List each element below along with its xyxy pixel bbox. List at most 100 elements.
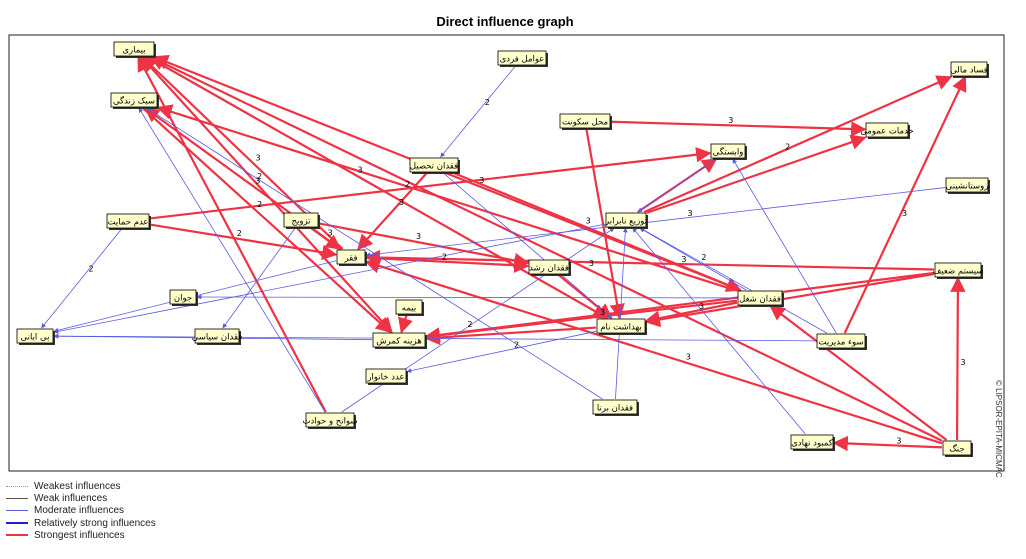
legend-line-swatch [6, 497, 28, 499]
node-fogdan_bara[interactable]: فقدان برنا [592, 399, 639, 416]
edge-fogdan_shoghl-to-sabk [156, 104, 738, 292]
node-box [194, 328, 240, 344]
legend-label: Weakest influences [34, 480, 121, 492]
legend-line-swatch [6, 522, 28, 525]
node-box [605, 212, 647, 228]
node-fesad[interactable]: فساد مالی [950, 61, 989, 78]
edge-label: 3 [600, 308, 605, 317]
edge-fogdan_bara-to-tozi [615, 227, 628, 400]
edge-label: 3 [589, 259, 594, 268]
node-bimari[interactable]: بیماری [113, 41, 156, 58]
edge-savaneh-to-sabk [138, 107, 326, 413]
edge-label: 3 [960, 358, 965, 367]
node-hazine[interactable]: هزینه کمرش [372, 332, 427, 349]
node-roosta[interactable]: روستانشینی [945, 177, 990, 194]
node-box [865, 122, 909, 138]
edge-label: 3 [896, 436, 901, 445]
edge-kambood-to-tozi [632, 227, 806, 435]
edge-label: 3 [686, 353, 691, 362]
edge-label: 2 [467, 320, 472, 329]
edge-label: 2 [257, 172, 262, 181]
node-box [945, 177, 989, 193]
edge-label: 3 [728, 116, 733, 125]
edge-label: 2 [701, 253, 706, 262]
node-label: جنگ [949, 444, 964, 455]
legend-label: Weak influences [34, 492, 108, 504]
edge-tazvij-to-fogdan_siasi [222, 227, 296, 329]
node-box [497, 50, 547, 66]
edge-savaneh-to-bimari [137, 55, 327, 413]
nodes-layer: بیماری عوامل فردی فساد مالی سبک زندگی محل سک… [16, 41, 990, 457]
edge-fogdan_tahsil-to-fegh [357, 172, 428, 251]
node-savaneh[interactable]: سوانح و حوادث [302, 412, 358, 429]
node-javan[interactable]: جوان [169, 289, 198, 306]
node-vabastegi[interactable]: وابستگی [710, 143, 747, 160]
edge-mahal-to-khadamat [610, 120, 867, 137]
node-box [816, 333, 866, 349]
edge-adam-to-vabastegi [149, 147, 712, 220]
node-khadamat[interactable]: خدمات عمومی [860, 122, 914, 139]
node-box [113, 41, 155, 57]
legend-label: Strongest influences [34, 529, 125, 541]
node-box [950, 61, 988, 77]
edge-fogdan_shoghl-to-javan [196, 294, 738, 300]
node-behdasht[interactable]: بهداشت نام [596, 318, 647, 335]
node-sabk[interactable]: سبک زندگی [110, 92, 159, 109]
node-bi_ebani[interactable]: بی ابانی [16, 328, 55, 345]
legend-line-swatch [6, 510, 28, 512]
edge-label: 3 [699, 302, 704, 311]
node-box [169, 289, 197, 305]
edge-tozi-to-bi_ebani [53, 223, 606, 334]
node-fogdan_roshd[interactable]: فقدان رشد [528, 259, 571, 276]
node-avamel[interactable]: عوامل فردی [497, 50, 548, 67]
node-mahal[interactable]: محل سکونت [559, 113, 612, 130]
edge-label: 3 [256, 154, 261, 163]
legend-line-swatch [6, 534, 28, 537]
node-fogdan_siasi[interactable]: فقدان سیاسی [192, 328, 243, 345]
edge-label: 3 [902, 209, 907, 218]
edge-fogdan_shoghl-to-behdasht [644, 301, 738, 326]
edge-behdasht-to-hazine [424, 326, 597, 346]
node-kambood[interactable]: کمبود نهادی [790, 434, 835, 451]
node-label: خدمات عمومی [860, 127, 914, 137]
node-label: توزیع نابرابر [604, 217, 648, 227]
node-label: بهداشت نام [600, 323, 642, 333]
node-bime[interactable]: بیمه [395, 299, 424, 316]
node-box [737, 290, 783, 306]
edge-soe-to-bi_ebani [53, 333, 817, 342]
edge-tazvij-to-fogdan_roshd [318, 222, 530, 269]
node-jang[interactable]: جنگ [942, 440, 973, 457]
node-box [365, 368, 407, 384]
node-label: تزویج [291, 217, 311, 227]
node-fogdan_tahsil[interactable]: فقدان تحصیل [409, 157, 460, 174]
edge-sistem-to-behdasht [644, 272, 935, 328]
graph-frame [8, 34, 1005, 472]
node-fegh[interactable]: فقر [336, 249, 367, 266]
node-box [559, 113, 611, 129]
node-label: سیستم ضعیف [933, 267, 984, 277]
node-label: فساد مالی [950, 66, 988, 76]
legend-label: Moderate influences [34, 505, 125, 517]
node-box [106, 213, 150, 229]
edge-fogdan_tahsil-to-behdasht [443, 172, 613, 319]
node-tozi[interactable]: توزیع نابرابر [604, 212, 648, 229]
node-fogdan_shoghl[interactable]: فقدان شغل [737, 290, 784, 307]
node-soe[interactable]: سوء مدیریت [816, 333, 867, 350]
node-adad[interactable]: عدد خانوار [365, 368, 408, 385]
edge-bimari-to-behdasht [147, 56, 609, 319]
legend-item-strongest: Strongest influences [6, 529, 156, 541]
edge-jang-to-bimari [149, 56, 943, 442]
node-tazvij[interactable]: تزویج [283, 212, 320, 229]
node-box [16, 328, 54, 344]
node-label: وابستگی [713, 147, 744, 158]
node-box [790, 434, 834, 450]
edge-behdasht-to-adad [406, 330, 597, 373]
node-sistem[interactable]: سیستم ضعیف [933, 262, 984, 279]
node-adam[interactable]: عدم حمایت [106, 213, 151, 230]
edge-bime-to-hazine [398, 314, 413, 334]
edge-fogdan_shoghl-to-tozi [639, 227, 747, 291]
copyright-text: © LIPSOR-EPITA-MICMAC [994, 380, 1003, 478]
edge-vabastegi-to-tozi [637, 158, 717, 213]
node-label: عدم حمایت [108, 218, 149, 228]
node-label: فقر [343, 254, 357, 264]
